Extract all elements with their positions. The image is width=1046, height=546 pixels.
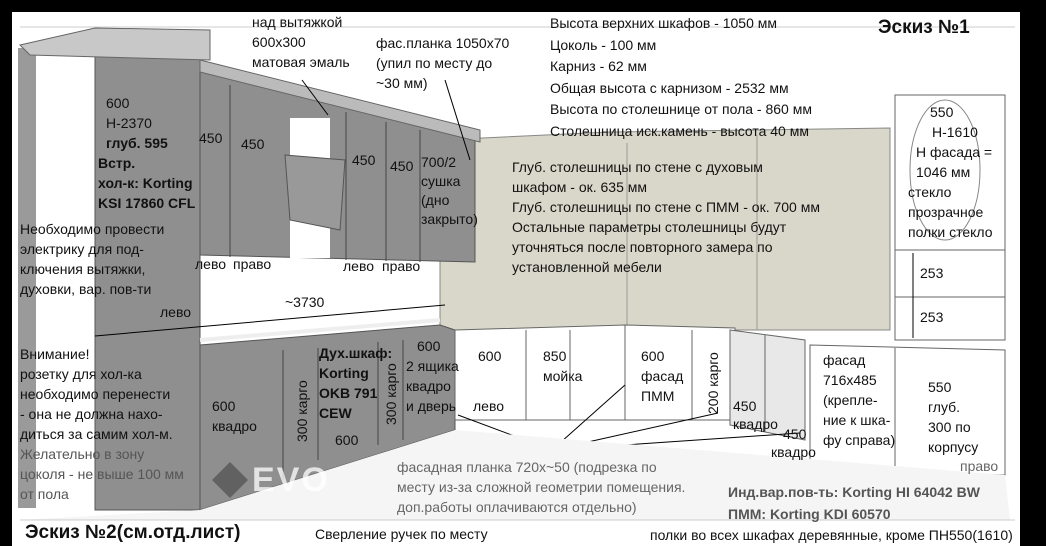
hinge-right: право: [233, 256, 272, 272]
cornice-upper: [199, 59, 481, 143]
cargo-200-label: 200 карго: [705, 352, 721, 414]
left-side-panel: [18, 48, 36, 508]
corner-unit-width: 600: [478, 348, 502, 364]
sketch-2-title: Эскиз №2(см.отд.лист): [25, 522, 241, 543]
hinge-left: лево: [343, 258, 375, 274]
shelf-spacing-1: 253: [920, 265, 944, 281]
cargo-300-label: 300 карго: [294, 380, 310, 442]
oven-width: 600: [335, 432, 359, 448]
shelf-spacing-2: 253: [920, 309, 944, 325]
floor: [20, 430, 1010, 520]
evo-logo: EVO: [252, 461, 330, 499]
upper-width-2: 450: [241, 136, 265, 152]
wall: [439, 127, 891, 331]
facade-strip-note: фас.планка 1050х70(упил по месту до~30 м…: [376, 35, 510, 91]
logo-mark: [212, 462, 248, 498]
length-dimension: ~3730: [285, 294, 325, 310]
corner-unit-hinge: лево: [473, 398, 505, 414]
cargo-300-label-2: 300 карго: [383, 363, 399, 425]
cornice-left: [19, 27, 211, 61]
upper-width-1: 450: [199, 130, 223, 146]
sketch-1-title: Эскиз №1: [878, 17, 970, 38]
upper-width-3: 450: [352, 152, 376, 168]
kitchen-drawing: [18, 26, 1015, 521]
right-unit-hinge: право: [960, 458, 999, 474]
hinge-left: лево: [195, 256, 227, 272]
drawer-units: [729, 329, 806, 441]
hood: [284, 154, 346, 231]
length-dimension-line: [94, 304, 446, 337]
fridge-hinge-left: лево: [160, 304, 192, 320]
shelves-note: полки во всех шкафах деревянные, кроме П…: [650, 527, 1013, 543]
hinge-right: право: [382, 258, 421, 274]
drilling-note: Сверление ручек по месту: [315, 526, 488, 542]
sketch-canvas: [12, 12, 1020, 546]
upper-width-4: 450: [390, 158, 414, 174]
